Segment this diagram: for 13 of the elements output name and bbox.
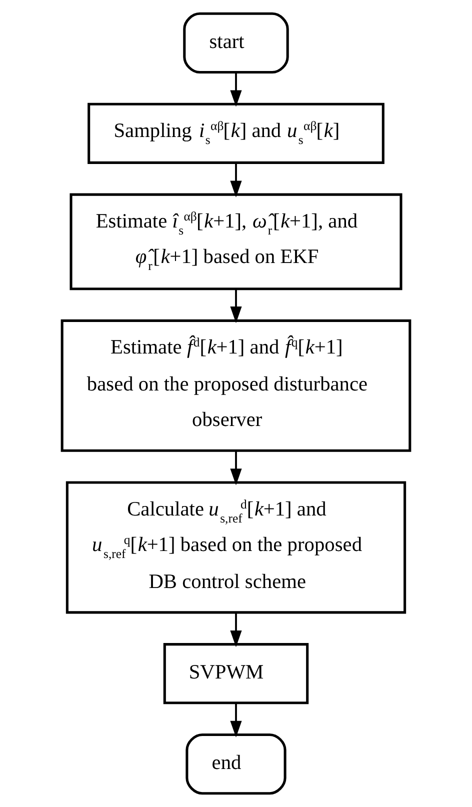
arrow [230,703,242,738]
arrow [230,72,242,107]
node-box: Calculate u$_{s,ref}$$^{d}$[k+1] and u$_{s,ref}$$^{q}$[k+1] based on the proposed DB control scheme [66,481,406,614]
arrow [230,450,242,486]
arrow [230,163,242,198]
arrow [230,288,242,324]
arrow [230,612,242,648]
node-box: Estimate î$_{s}$$^{αβ}$[k+1], ω̂$_{r}$[k+1], and φ̂$_{r}$[k+1] based on EKF [70,193,402,290]
node-box: end [186,733,286,795]
node-box: Sampling i$_{s}$$^{αβ}$[k] and u$_{s}$$^{αβ}$[k] [88,102,384,164]
node-box: SVPWM [163,643,309,704]
node-box: start [183,12,289,74]
node-box: Estimate f̂$^{d}$[k+1] and f̂$^{q}$[k+1] based on the proposed disturbance observer [60,319,412,452]
